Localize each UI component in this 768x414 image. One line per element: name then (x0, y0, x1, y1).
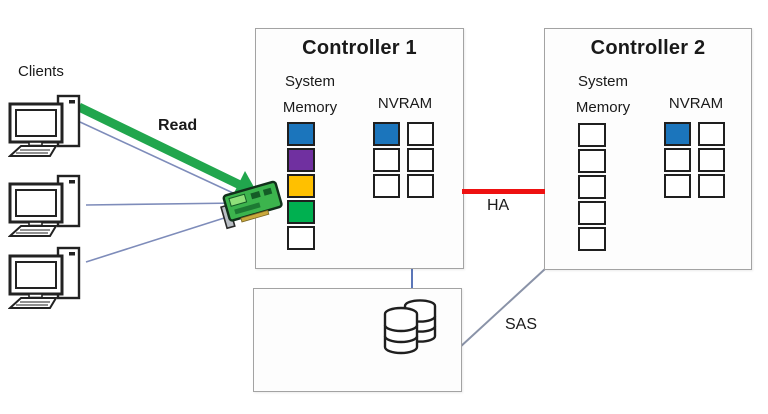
memory-cell (407, 174, 434, 198)
memory-cell (664, 174, 691, 198)
memory-cell (287, 200, 315, 224)
memory-cell (287, 122, 315, 146)
database-cylinders-icon (381, 296, 439, 360)
memory-cell (578, 227, 606, 251)
controller1-title: Controller 1 (302, 37, 417, 59)
controller1-box: Controller 1 System Memory NVRAM (255, 28, 464, 269)
read-arrow-shaft (77, 102, 242, 190)
ha-label: HA (487, 197, 510, 214)
network-adapter-icon (218, 174, 290, 232)
sas-label: SAS (505, 316, 538, 333)
controller2-system-memory-cells (578, 123, 606, 251)
memory-cell (698, 148, 725, 172)
client3-wire (85, 211, 244, 263)
memory-cell (407, 122, 434, 146)
ha-link-line (462, 189, 545, 194)
read-label: Read (158, 117, 198, 134)
memory-cell (287, 148, 315, 172)
memory-cell (407, 148, 434, 172)
memory-cell (698, 122, 725, 146)
memory-cell (578, 175, 606, 199)
memory-cell (287, 174, 315, 198)
controller1-nvram-cells (373, 122, 434, 198)
controller2-nvram-label: NVRAM (668, 95, 724, 112)
memory-cell (578, 149, 606, 173)
controller2-nvram-cells (664, 122, 725, 198)
client2-wire (85, 202, 241, 206)
controller1-nvram-label: NVRAM (377, 95, 433, 112)
sas-wire (458, 268, 546, 349)
aggregates-box: Aggregates (253, 288, 462, 392)
client1-wire (79, 121, 247, 200)
memory-cell (664, 122, 691, 146)
memory-cell (373, 148, 400, 172)
memory-cell (698, 174, 725, 198)
client-computer-icon (8, 246, 86, 312)
controller1-system-memory-cells (287, 122, 315, 250)
clients-label: Clients (18, 63, 64, 80)
client-computer-icon (8, 94, 86, 160)
memory-cell (287, 226, 315, 250)
controller2-title: Controller 2 (590, 37, 706, 59)
client-computer-icon (8, 174, 86, 240)
memory-cell (373, 122, 400, 146)
memory-cell (664, 148, 691, 172)
memory-cell (578, 201, 606, 225)
memory-cell (373, 174, 400, 198)
controller1-system-memory-label: System Memory (282, 73, 338, 116)
controller2-box: Controller 2 System Memory NVRAM (544, 28, 752, 270)
memory-cell (578, 123, 606, 147)
controller2-system-memory-label: System Memory (575, 73, 631, 116)
